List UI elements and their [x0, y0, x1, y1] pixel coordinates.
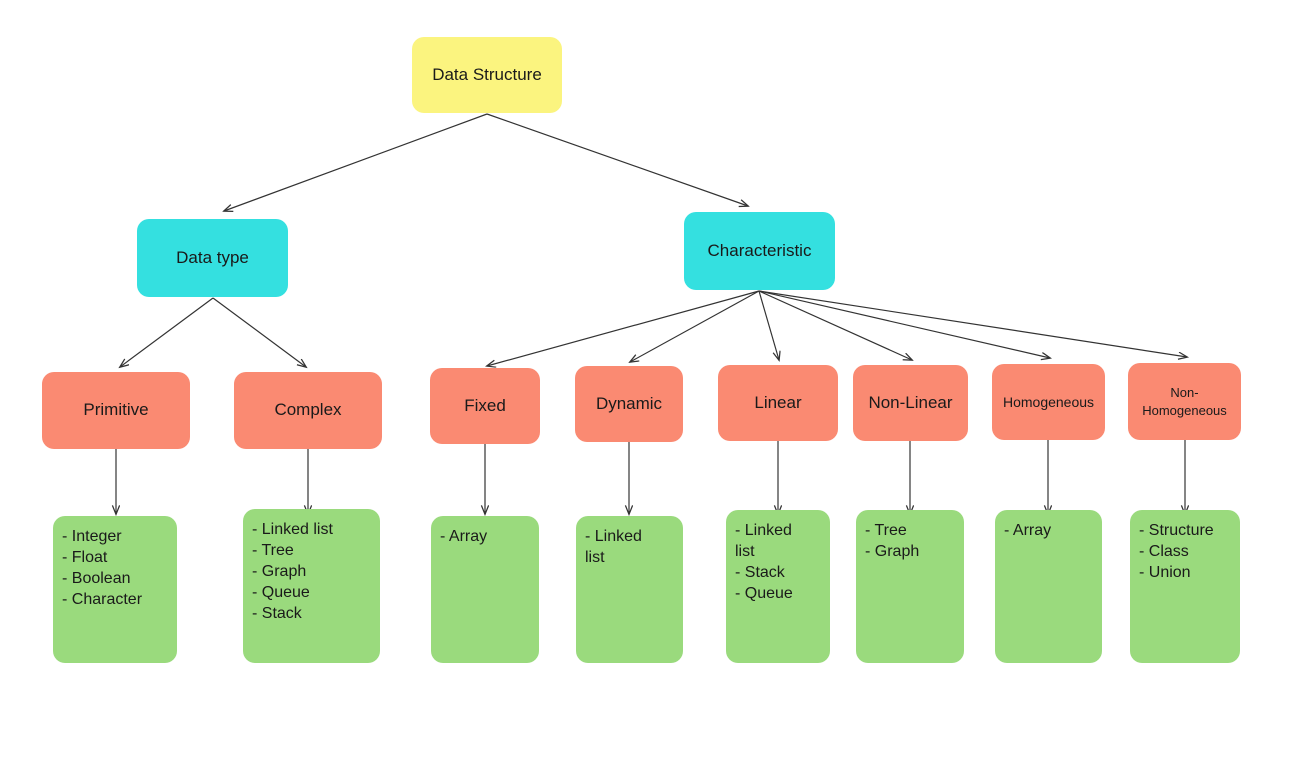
edge-characteristic-to-fixed [487, 290, 760, 366]
node-label: Characteristic [707, 240, 812, 260]
node-linear-items[interactable]: - Linked list - Stack - Queue [726, 510, 830, 663]
node-non-linear[interactable]: Non-Linear [853, 365, 968, 441]
node-label: - Array [1004, 522, 1052, 539]
edge-root-to-characteristic [486, 113, 748, 206]
node-label: Non- Homogeneous [1142, 385, 1227, 418]
edge-data-type-to-complex [212, 297, 306, 367]
node-fixed-items[interactable]: - Array [431, 516, 539, 663]
node-linear[interactable]: Linear [718, 365, 838, 441]
node-primitive-items[interactable]: - Integer - Float - Boolean - Character [53, 516, 177, 663]
node-primitive[interactable]: Primitive [42, 372, 190, 449]
node-label: Complex [274, 400, 342, 420]
node-fixed[interactable]: Fixed [430, 368, 540, 444]
node-label: Data type [176, 247, 249, 267]
node-complex[interactable]: Complex [234, 372, 382, 449]
node-label: Primitive [83, 400, 149, 420]
node-dynamic[interactable]: Dynamic [575, 366, 683, 442]
edge-characteristic-to-homogeneous [758, 290, 1050, 358]
node-label: - Linked list - Stack - Queue [735, 522, 793, 603]
node-homogeneous-items[interactable]: - Array [995, 510, 1102, 663]
node-dynamic-items[interactable]: - Linked list [576, 516, 683, 663]
node-data-structure[interactable]: Data Structure [412, 37, 562, 113]
node-label: - Linked list [585, 528, 642, 567]
node-non-linear-items[interactable]: - Tree - Graph [856, 510, 964, 663]
node-label: - Linked list - Tree - Graph - Queue - S… [252, 521, 333, 623]
node-label: Non-Linear [868, 392, 953, 412]
node-label: Linear [754, 392, 802, 412]
node-label: - Tree - Graph [865, 522, 920, 561]
node-non-homogeneous[interactable]: Non- Homogeneous [1128, 363, 1241, 440]
node-label: - Integer - Float - Boolean - Character [62, 528, 143, 609]
node-label: Dynamic [595, 393, 663, 413]
node-characteristic[interactable]: Characteristic [684, 212, 835, 290]
node-complex-items[interactable]: - Linked list - Tree - Graph - Queue - S… [243, 509, 380, 663]
edge-characteristic-to-non-linear [758, 290, 912, 360]
edge-characteristic-to-dynamic [630, 290, 760, 362]
edge-characteristic-to-linear [758, 290, 779, 360]
node-label: Data Structure [432, 64, 542, 84]
node-label: - Array [440, 528, 488, 545]
node-label: Fixed [464, 395, 506, 415]
node-label: Homogeneous [1002, 393, 1095, 410]
node-label: - Structure - Class - Union [1139, 522, 1214, 582]
node-non-homogeneous-items[interactable]: - Structure - Class - Union [1130, 510, 1240, 663]
node-data-type[interactable]: Data type [137, 219, 288, 297]
edge-root-to-data-type [224, 113, 488, 211]
edge-data-type-to-primitive [120, 297, 214, 367]
node-homogeneous[interactable]: Homogeneous [992, 364, 1105, 440]
edge-characteristic-to-non-homogeneous [758, 290, 1187, 357]
